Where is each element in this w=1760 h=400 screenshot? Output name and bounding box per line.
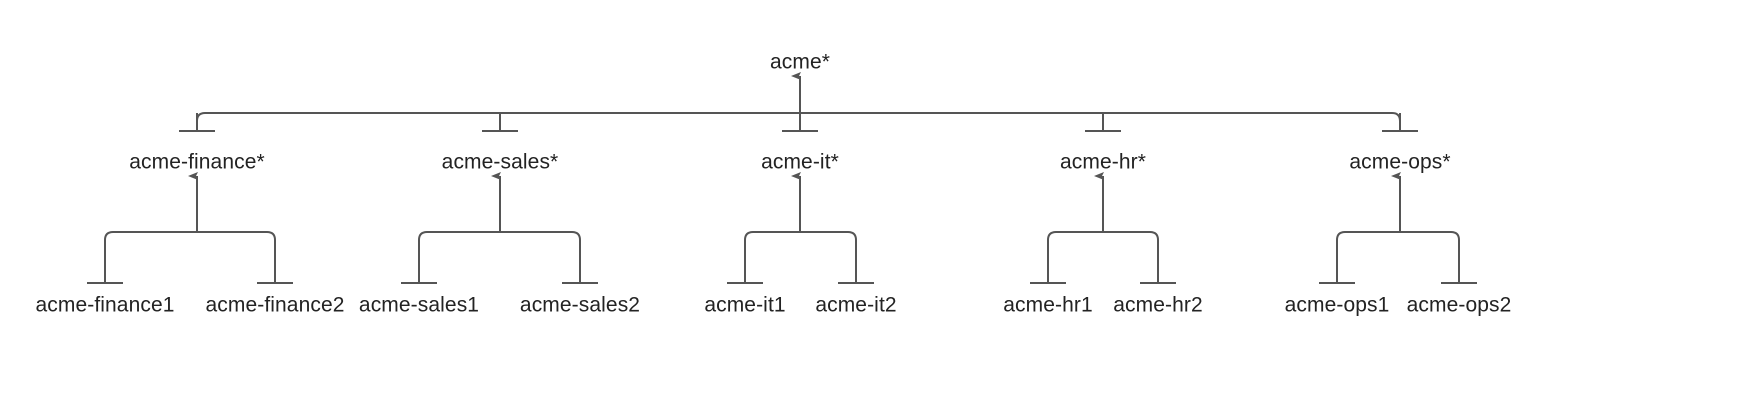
leaf-bracket-acme-sales <box>418 231 581 283</box>
node-label-acme-ops[interactable]: acme-ops* <box>1349 150 1451 174</box>
node-label-acme-ops2[interactable]: acme-ops2 <box>1406 293 1512 317</box>
node-label-acme-hr[interactable]: acme-hr* <box>1060 150 1146 174</box>
node-label-acme-it1[interactable]: acme-it1 <box>704 293 786 317</box>
node-label-acme-finance1[interactable]: acme-finance1 <box>35 293 175 317</box>
node-label-acme[interactable]: acme* <box>769 50 831 74</box>
node-label-acme-hr1[interactable]: acme-hr1 <box>1003 293 1093 317</box>
node-label-acme-it[interactable]: acme-it* <box>761 150 839 174</box>
leaf-bracket-acme-ops <box>1336 231 1460 283</box>
node-label-acme-it2[interactable]: acme-it2 <box>815 293 897 317</box>
node-label-acme-sales[interactable]: acme-sales* <box>441 150 559 174</box>
node-label-acme-sales2[interactable]: acme-sales2 <box>519 293 641 317</box>
node-label-acme-ops1[interactable]: acme-ops1 <box>1284 293 1390 317</box>
node-label-acme-hr2[interactable]: acme-hr2 <box>1113 293 1203 317</box>
node-label-acme-finance2[interactable]: acme-finance2 <box>205 293 345 317</box>
node-label-acme-finance[interactable]: acme-finance* <box>129 150 265 174</box>
leaf-bracket-acme-it <box>744 231 857 283</box>
level2-bus-line <box>196 112 1401 122</box>
node-label-acme-sales1[interactable]: acme-sales1 <box>358 293 480 317</box>
leaf-bracket-acme-hr <box>1047 231 1159 283</box>
leaf-bracket-acme-finance <box>104 231 276 283</box>
